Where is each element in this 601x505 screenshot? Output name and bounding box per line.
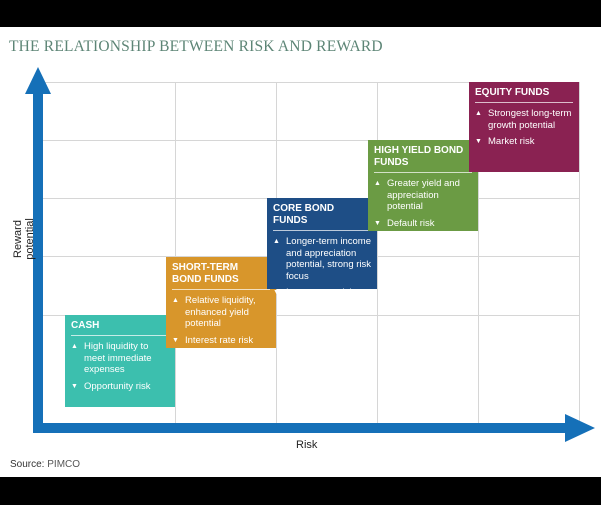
fund-name: HIGH YIELD BOND FUNDS (374, 145, 472, 173)
gridline (478, 82, 479, 424)
down-triangle-icon: ▼ (71, 382, 78, 390)
up-triangle-icon: ▲ (71, 343, 78, 350)
gridline (40, 315, 580, 316)
down-triangle-icon: ▼ (172, 336, 179, 344)
fund-box-cash: CASH ▲ High liquidity to meet immediate e… (65, 315, 175, 407)
fund-risk: Interest rate risk (185, 334, 254, 346)
y-axis-arrow (25, 67, 51, 429)
down-triangle-icon: ▼ (273, 289, 280, 296)
fund-benefit: Longer-term income and appreciation pote… (286, 236, 372, 282)
fund-risk: Opportunity risk (84, 380, 151, 392)
x-axis-arrow (33, 414, 595, 442)
fund-name: EQUITY FUNDS (475, 87, 573, 103)
source-note: Source: PIMCO (10, 459, 80, 470)
fund-box-high-yield-bond: HIGH YIELD BOND FUNDS ▲ Greater yield and… (368, 140, 478, 231)
fund-benefit: High liquidity to meet immediate expense… (84, 341, 152, 375)
source-value: PIMCO (47, 459, 81, 470)
fund-box-short-term-bond: SHORT-TERM BOND FUNDS ▲ Relative liquidit… (166, 257, 276, 348)
axes (25, 67, 595, 442)
fund-risk: Interest rate risk (286, 287, 355, 298)
fund-risk: Default risk (387, 217, 435, 229)
source-label: Source: (10, 459, 45, 470)
diagram-title: THE RELATIONSHIP BETWEEN RISK AND REWARD (9, 38, 383, 55)
fund-name: SHORT-TERM BOND FUNDS (172, 262, 270, 290)
gridline (579, 82, 580, 424)
fund-benefit: Strongest long-term growth potential (488, 108, 572, 131)
up-triangle-icon: ▲ (374, 180, 381, 187)
gridline (175, 82, 176, 424)
down-triangle-icon: ▼ (475, 138, 482, 145)
up-triangle-icon: ▲ (172, 297, 179, 304)
up-triangle-icon: ▲ (273, 238, 280, 245)
diagram-canvas: THE RELATIONSHIP BETWEEN RISK AND REWARD… (0, 27, 601, 477)
fund-risk: Market risk (488, 136, 535, 147)
fund-name: CASH (71, 320, 169, 336)
gridline (40, 82, 580, 83)
gridline (377, 82, 378, 424)
fund-benefit: Relative liquidity, enhanced yield poten… (185, 295, 256, 329)
x-axis-label: Risk (296, 439, 318, 451)
fund-box-equity: EQUITY FUNDS ▲ Strongest long-term growth… (469, 82, 579, 172)
y-axis-label: Reward potential (12, 218, 36, 260)
down-triangle-icon: ▼ (374, 219, 381, 227)
up-triangle-icon: ▲ (475, 110, 482, 117)
gridline (40, 140, 580, 141)
fund-box-core-bond: CORE BOND FUNDS ▲ Longer-term income and … (267, 198, 377, 298)
fund-benefit: Greater yield and appreciation potential (387, 178, 460, 212)
fund-name: CORE BOND FUNDS (273, 203, 371, 231)
